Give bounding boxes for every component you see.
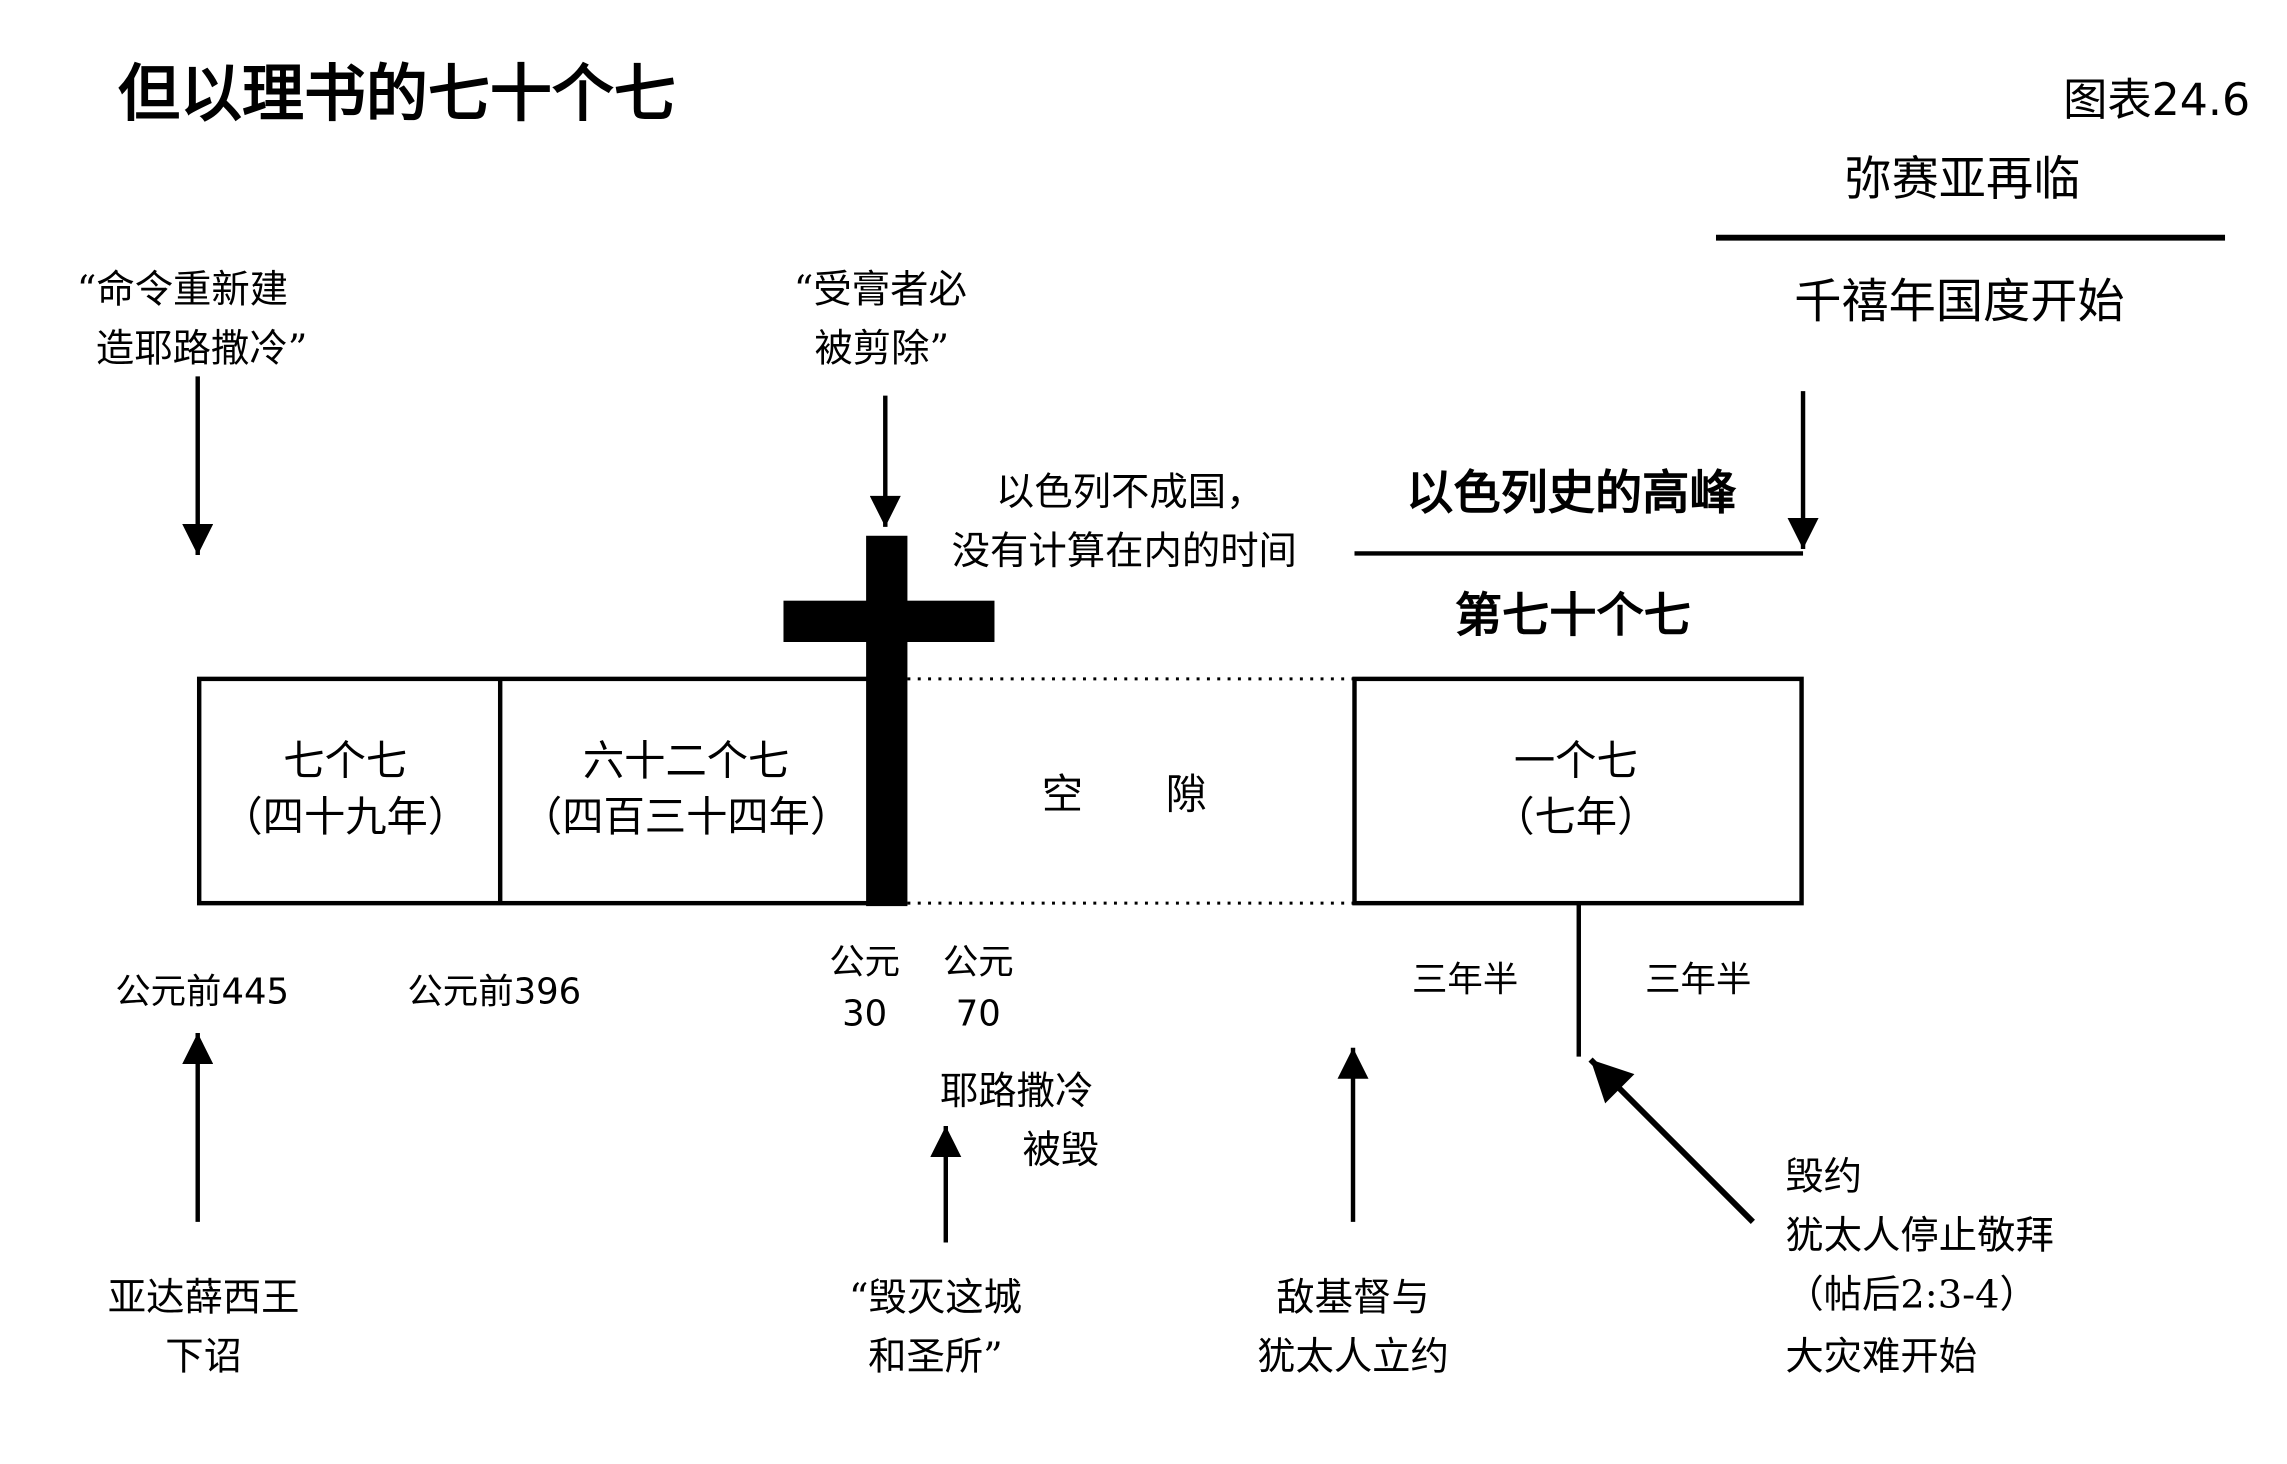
date-ad30-year: 30 <box>842 994 887 1035</box>
antichrist-line2: 犹太人立约 <box>1257 1334 1449 1379</box>
jerusalem-destroyed-line2: 被毁 <box>1023 1128 1100 1173</box>
artaxerxes-line2: 下诏 <box>165 1334 242 1379</box>
gap-note-line1: 以色列不成国， <box>996 470 1265 515</box>
climax-label: 以色列史的高峰 <box>1406 466 1737 521</box>
box-seventieth-week <box>1352 676 1804 906</box>
box-first-69-weeks <box>196 676 873 906</box>
decree-quote-line2: 造耶路撒冷” <box>96 327 307 372</box>
diagonal-arrow-break <box>1588 1057 1755 1224</box>
decree-quote-line1: “命令重新建 <box>77 268 288 313</box>
date-bc445: 公元前445 <box>115 971 289 1012</box>
antichrist-line1: 敌基督与 <box>1276 1275 1429 1320</box>
figure-label: 图表24.6 <box>2063 75 2250 126</box>
break-line4: 大灾难开始 <box>1785 1334 1977 1379</box>
cross-icon <box>783 535 995 907</box>
second-coming-label: 弥赛亚再临 <box>1844 152 2080 207</box>
date-ad30-label: 公元 <box>829 942 900 983</box>
one-week-years: （七年） <box>1493 793 1658 841</box>
half-week-second: 三年半 <box>1645 960 1751 1001</box>
anointed-quote-line1: “受膏者必 <box>794 268 967 313</box>
break-line3: （帖后2:3-4） <box>1785 1272 2038 1317</box>
sixtytwo-weeks-years: （四百三十四年） <box>521 793 851 841</box>
gap-note-line2: 没有计算在内的时间 <box>952 529 1297 574</box>
destroy-quote-line2: 和圣所” <box>868 1334 1003 1379</box>
date-ad70-label: 公元 <box>943 942 1014 983</box>
jerusalem-destroyed-line1: 耶路撒冷 <box>940 1069 1093 1114</box>
date-ad70-year: 70 <box>956 994 1001 1035</box>
break-line2: 犹太人停止敬拜 <box>1785 1213 2054 1258</box>
seven-weeks-years: （四十九年） <box>221 793 469 841</box>
half-week-first: 三年半 <box>1412 960 1518 1001</box>
anointed-quote-line2: 被剪除” <box>814 327 949 372</box>
break-line1: 毁约 <box>1785 1154 1862 1199</box>
sixtytwo-weeks-label: 六十二个七 <box>583 737 790 785</box>
seventieth-week-label: 第七十个七 <box>1455 589 1691 644</box>
page-title: 但以理书的七十个七 <box>118 57 676 130</box>
seven-weeks-label: 七个七 <box>283 737 407 785</box>
gap-label: 空 隙 <box>1042 771 1207 819</box>
one-week-label: 一个七 <box>1514 737 1638 785</box>
destroy-quote-line1: “毁灭这城 <box>849 1275 1022 1320</box>
millennium-label: 千禧年国度开始 <box>1794 274 2124 329</box>
artaxerxes-line1: 亚达薛西王 <box>108 1275 300 1320</box>
date-bc396: 公元前396 <box>407 971 581 1012</box>
